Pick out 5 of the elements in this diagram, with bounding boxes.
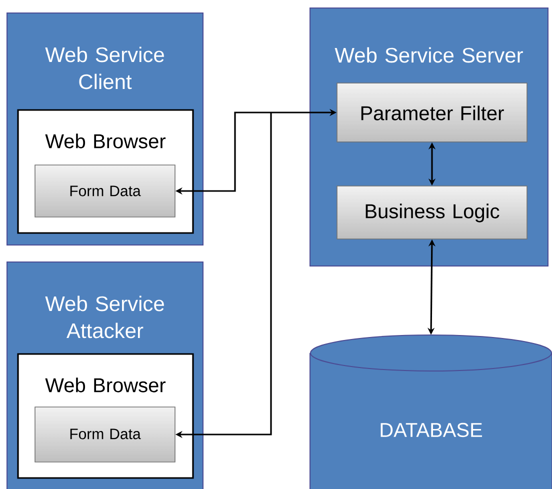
process-box: Parameter Filter bbox=[336, 82, 528, 142]
process-box: Form Data bbox=[34, 406, 176, 462]
process-box: Business Logic bbox=[336, 186, 528, 240]
database-cylinder: DATABASE bbox=[310, 334, 552, 489]
process-box: Form Data bbox=[34, 164, 176, 218]
